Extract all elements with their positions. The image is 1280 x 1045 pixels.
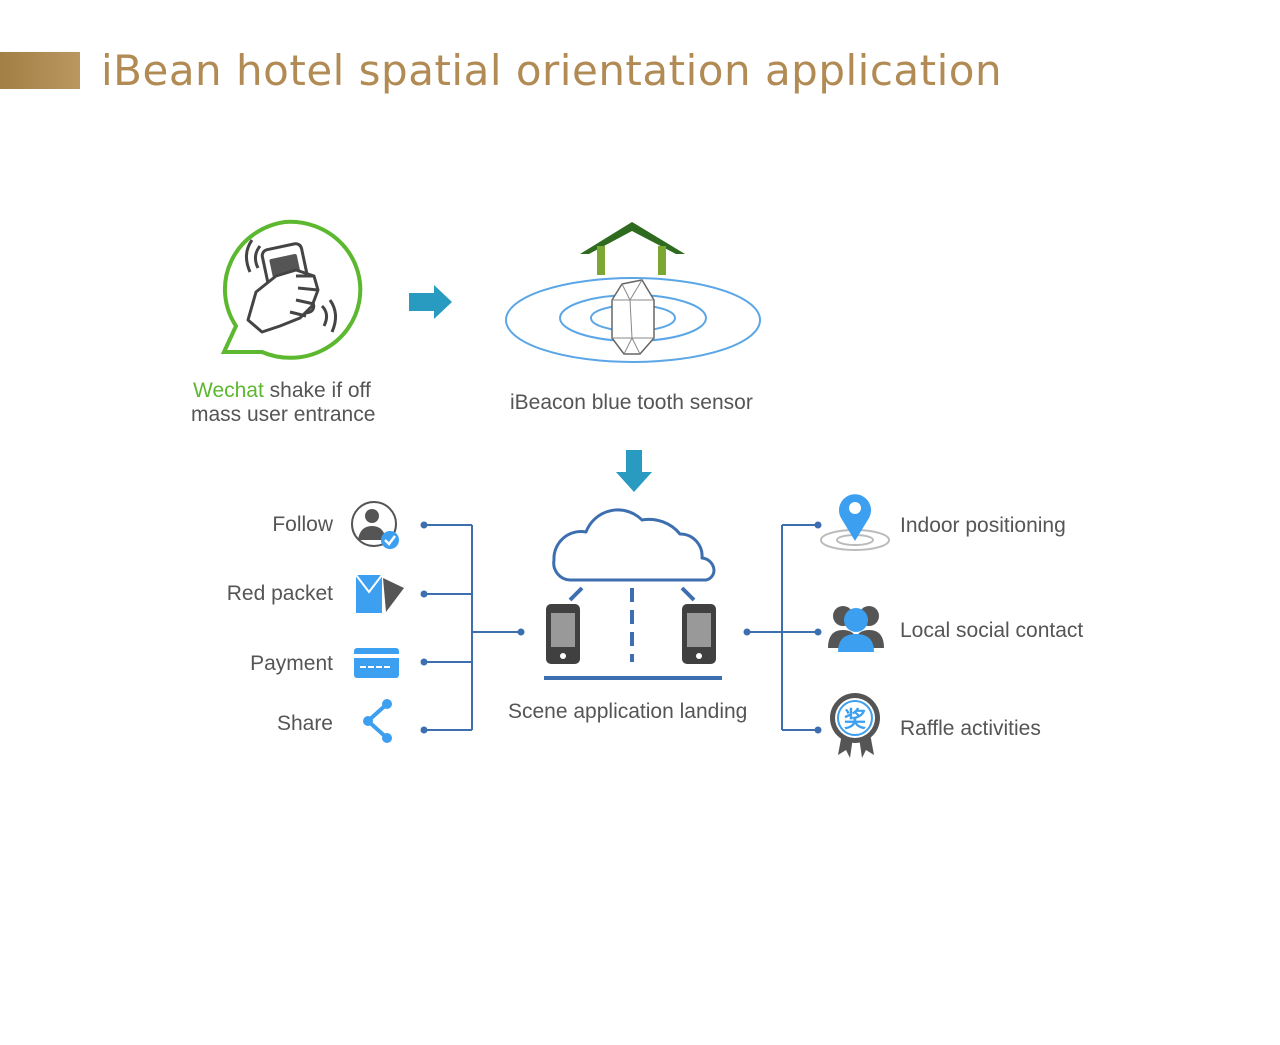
left-connector-lines <box>424 524 521 731</box>
left-item-red-packet: Red packet <box>226 582 333 605</box>
wechat-highlight: Wechat <box>193 379 264 402</box>
location-pin-icon <box>820 494 890 551</box>
center-label: Scene application landing <box>508 700 748 723</box>
payment-card-icon <box>354 648 399 678</box>
left-item-payment: Payment <box>250 652 333 675</box>
right-item-local-social: Local social contact <box>900 619 1084 642</box>
right-arrow-icon <box>409 285 452 319</box>
down-arrow-icon <box>616 450 652 492</box>
ibeacon-sensor-icon <box>505 222 761 363</box>
prize-badge-icon <box>830 693 880 758</box>
share-icon <box>363 699 392 743</box>
beacon-label: iBeacon blue tooth sensor <box>510 391 753 414</box>
shaking-hand-phone-icon <box>220 219 363 360</box>
follow-user-icon <box>351 501 399 549</box>
left-item-follow: Follow <box>272 513 333 536</box>
cloud-phones-icon <box>544 508 722 680</box>
right-connector-dots <box>743 521 822 734</box>
right-item-raffle: Raffle activities <box>900 717 1041 740</box>
right-connector-lines <box>747 524 818 731</box>
wechat-line1-rest: shake if off <box>263 379 371 402</box>
page-title: iBean hotel spatial orientation applicat… <box>101 46 1003 95</box>
title-accent-bar <box>0 52 80 89</box>
left-connector-dots <box>420 521 525 734</box>
wechat-label-line2: mass user entrance <box>191 403 376 426</box>
right-item-indoor-positioning: Indoor positioning <box>900 514 1066 537</box>
raffle-badge-char: 奖 <box>844 707 867 733</box>
red-packet-icon <box>355 574 404 613</box>
left-item-share: Share <box>276 712 333 735</box>
wechat-label-line1: Wechat shake if off <box>193 379 371 403</box>
people-icon <box>828 606 884 652</box>
